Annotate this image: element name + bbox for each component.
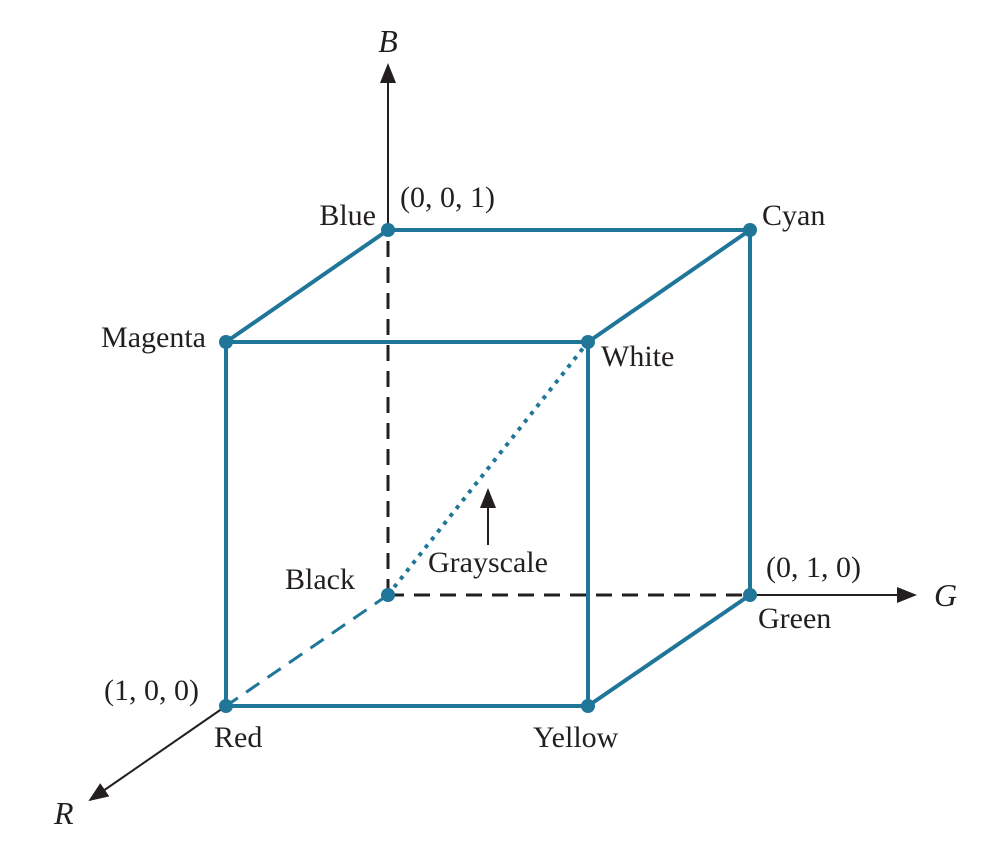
axis-label-g: G xyxy=(934,577,957,613)
vertex-red xyxy=(219,699,233,713)
label-black: Black xyxy=(285,563,355,596)
axis-label-r: R xyxy=(53,795,74,831)
hidden-edge-black-red xyxy=(225,593,389,708)
label-grayscale: Grayscale xyxy=(428,546,548,579)
vertex-yellow xyxy=(581,699,595,713)
vertex-green xyxy=(743,588,757,602)
label-yellow: Yellow xyxy=(533,721,619,754)
vertex-cyan xyxy=(743,223,757,237)
vertex-white xyxy=(581,335,595,349)
label-magenta: Magenta xyxy=(101,321,206,354)
edge-cyan-white xyxy=(586,228,752,344)
axis-label-b: B xyxy=(378,23,398,59)
coord-red: (1, 0, 0) xyxy=(104,674,199,707)
label-white: White xyxy=(601,340,674,373)
grayscale-diagonal xyxy=(386,340,590,597)
vertex-magenta xyxy=(219,335,233,349)
vertex-black xyxy=(381,588,395,602)
coord-blue: (0, 0, 1) xyxy=(400,181,495,214)
coord-green: (0, 1, 0) xyxy=(766,551,861,584)
vertex-blue xyxy=(381,223,395,237)
label-green: Green xyxy=(758,602,831,635)
label-blue: Blue xyxy=(319,199,376,232)
edge-yellow-green xyxy=(586,593,752,708)
label-red: Red xyxy=(214,721,262,754)
label-cyan: Cyan xyxy=(762,199,825,232)
edge-blue-magenta xyxy=(224,228,390,344)
r-axis xyxy=(88,705,227,802)
